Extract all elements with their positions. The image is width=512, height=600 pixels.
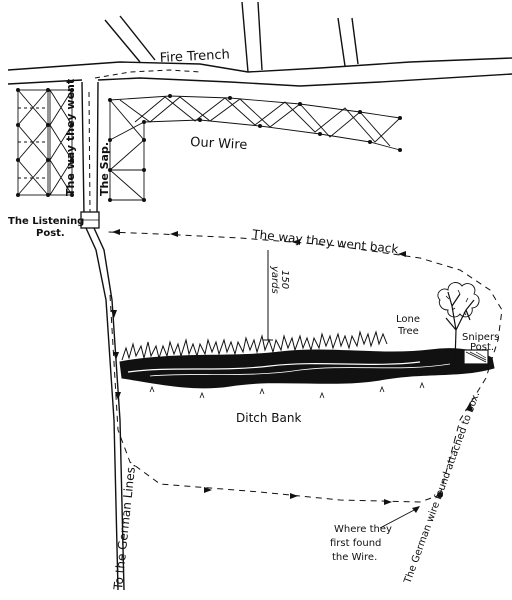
outgoing-path [109,294,441,503]
fire-trench [7,1,512,87]
label-our-wire: Our Wire [190,135,248,153]
our-wire-left-stakes [16,88,74,197]
label-found-wire-3: the Wire. [332,552,377,563]
label-lone-tree-2: Tree [397,326,419,337]
lone-tree [437,282,480,363]
snipers-post [463,349,489,365]
route-to-german-lines [85,227,125,591]
label-the-sap: The Sap. [98,142,111,196]
label-the-way-they-went: The way they went [64,79,77,196]
label-fire-trench: Fire Trench [159,47,230,66]
german-wire-box [437,492,443,498]
our-wire-left [17,89,73,196]
label-distance-number: 150 [279,270,290,289]
label-snipers-post-2: Post. [470,342,494,353]
listening-post [80,211,100,229]
label-found-wire-2: first found [330,538,381,549]
outgoing-arrows [111,310,392,505]
distance-marker [263,250,273,341]
label-found-wire-1: Where they [334,524,392,535]
ditch-bank [119,330,495,399]
label-distance-unit: yards [269,265,280,294]
label-german-wire-box: The German wire found attached to box. [402,390,482,586]
label-way-back: The way they went back [251,227,399,256]
found-wire-leader [379,506,420,529]
the-sap-trench [81,81,99,216]
label-listening-post-2: Post. [36,228,65,239]
our-wire-right-stakes [108,94,402,202]
label-snipers-post-1: Snipers [462,332,499,343]
our-wire-right [109,95,401,201]
label-lone-tree-1: Lone [396,314,420,325]
label-ditch-bank: Ditch Bank [236,411,301,425]
return-arrows [112,229,473,411]
label-listening-post-1: The Listening [8,216,84,227]
